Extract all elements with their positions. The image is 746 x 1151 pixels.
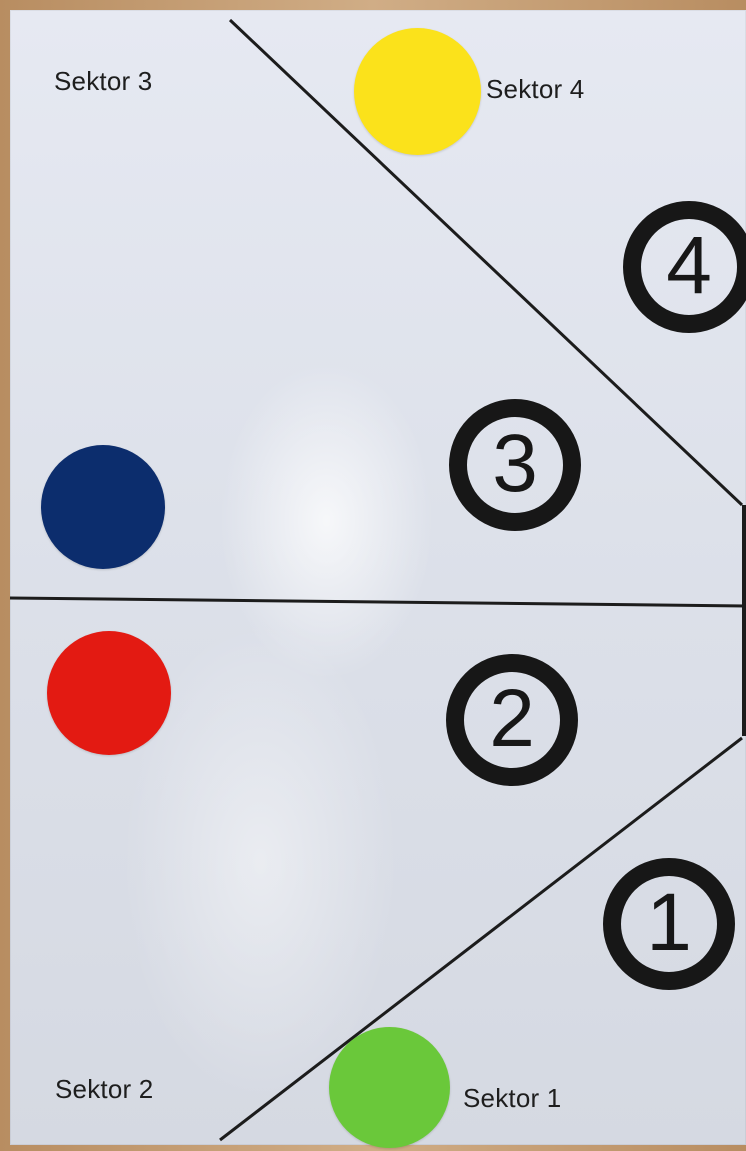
marker-1-number: 1 [646, 882, 692, 964]
sector-label-1: Sektor 1 [463, 1083, 561, 1114]
marker-2: 2 [446, 654, 578, 786]
marker-1: 1 [603, 858, 735, 990]
green-dot [329, 1027, 450, 1148]
yellow-dot [354, 28, 481, 155]
sector-label-4: Sektor 4 [486, 74, 584, 105]
horizontal-divider-line [10, 598, 746, 606]
marker-3-number: 3 [492, 423, 538, 505]
sector-label-3: Sektor 3 [54, 66, 152, 97]
sector-label-2: Sektor 2 [55, 1074, 153, 1105]
blue-dot [41, 445, 165, 569]
marker-4: 4 [623, 201, 746, 333]
marker-2-number: 2 [489, 678, 535, 760]
red-dot [47, 631, 171, 755]
marker-3: 3 [449, 399, 581, 531]
marker-4-number: 4 [666, 225, 712, 307]
